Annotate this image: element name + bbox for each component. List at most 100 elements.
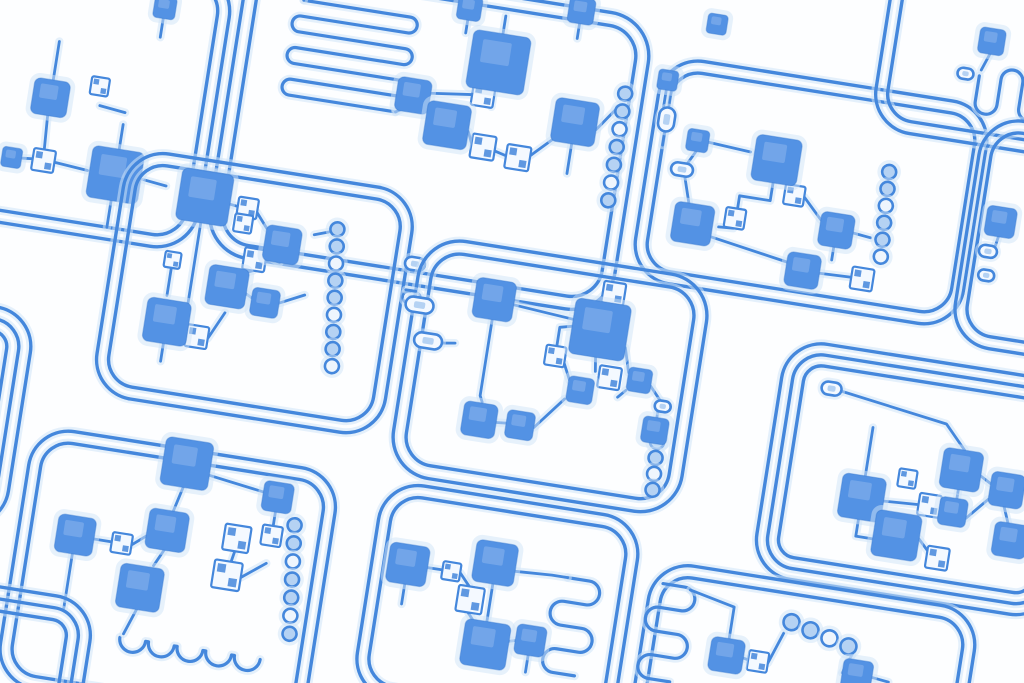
module-border bbox=[776, 364, 1024, 595]
loose-components bbox=[147, 0, 734, 354]
pad-pill-core bbox=[827, 385, 836, 392]
chip bbox=[159, 436, 215, 491]
trace bbox=[429, 91, 473, 96]
component-symbol-pin bbox=[121, 545, 129, 553]
trace bbox=[818, 271, 853, 279]
module-border bbox=[885, 0, 1024, 163]
trace bbox=[186, 221, 203, 305]
component-symbol bbox=[221, 522, 253, 555]
chip-highlight bbox=[63, 519, 84, 538]
via-pad bbox=[872, 248, 890, 265]
component-symbol-pin bbox=[43, 162, 52, 171]
chip-highlight bbox=[561, 104, 586, 125]
chip bbox=[566, 0, 597, 26]
component-symbol-pin bbox=[216, 563, 227, 573]
module-right-center bbox=[752, 339, 1024, 620]
component-symbol-pin bbox=[794, 197, 802, 205]
chip-halo bbox=[932, 491, 974, 533]
module-bottom-right bbox=[619, 561, 980, 683]
chip-halo bbox=[137, 292, 197, 352]
chip-highlight bbox=[991, 210, 1008, 224]
chip-highlight bbox=[125, 570, 150, 591]
chip bbox=[114, 562, 165, 613]
pad-pill-halo bbox=[974, 265, 999, 286]
chip-halo bbox=[545, 92, 605, 152]
chip-halo bbox=[451, 0, 488, 27]
component-symbol bbox=[454, 583, 486, 616]
component-symbol bbox=[30, 147, 57, 174]
chip-halo bbox=[244, 282, 286, 324]
chip-halo bbox=[701, 8, 734, 41]
component-symbol-pin bbox=[460, 588, 470, 598]
module-left-center bbox=[92, 149, 429, 438]
component-symbol bbox=[440, 560, 463, 583]
chip-halo bbox=[25, 72, 76, 123]
chip-highlight bbox=[762, 141, 788, 163]
chip-halo bbox=[680, 123, 715, 158]
chip bbox=[550, 97, 600, 148]
chip bbox=[983, 204, 1018, 239]
pad-pill-core bbox=[962, 71, 969, 77]
trace bbox=[736, 181, 775, 211]
component-symbol-pin bbox=[451, 572, 458, 580]
meander-trace bbox=[118, 635, 262, 673]
chip-highlight bbox=[481, 283, 504, 303]
module-border bbox=[94, 151, 414, 435]
chip-highlight bbox=[948, 453, 971, 473]
chip bbox=[750, 134, 803, 187]
via-pad bbox=[283, 571, 301, 588]
chip bbox=[640, 415, 670, 446]
trace bbox=[766, 631, 786, 665]
chip-halo bbox=[651, 64, 684, 97]
trace bbox=[709, 235, 789, 264]
chip-highlight bbox=[646, 420, 661, 432]
component-symbol-pin bbox=[246, 250, 255, 258]
component-symbol-pin bbox=[227, 527, 237, 536]
chip-halo bbox=[461, 25, 536, 100]
chip bbox=[990, 521, 1024, 560]
via-pad bbox=[602, 174, 620, 191]
chip-halo bbox=[508, 619, 552, 663]
pad-pill-core bbox=[984, 248, 992, 255]
serpentine-trace bbox=[636, 582, 697, 683]
via-pad bbox=[285, 535, 303, 552]
component-symbol-pin bbox=[483, 149, 492, 158]
component-symbol-pin bbox=[264, 527, 272, 534]
chip-halo bbox=[983, 466, 1024, 514]
chip bbox=[175, 167, 235, 227]
chip bbox=[152, 0, 178, 21]
chip-highlight bbox=[462, 0, 475, 10]
chip-highlight bbox=[791, 257, 811, 273]
trace bbox=[863, 426, 875, 478]
chip-highlight bbox=[171, 444, 198, 467]
chip bbox=[625, 366, 654, 395]
component-symbol bbox=[210, 558, 244, 593]
component-symbol-pin bbox=[35, 150, 44, 159]
component-symbol-pin bbox=[227, 577, 238, 588]
chip-halo bbox=[779, 246, 827, 295]
chip bbox=[977, 26, 1007, 57]
chip-halo bbox=[170, 163, 239, 232]
chip-highlight bbox=[573, 0, 588, 13]
chip-halo bbox=[865, 504, 927, 567]
component-symbol bbox=[543, 343, 568, 369]
chip-highlight bbox=[582, 307, 613, 334]
component-symbol-pin bbox=[750, 652, 758, 660]
trace bbox=[854, 517, 874, 541]
chip-highlight bbox=[256, 291, 272, 305]
chip bbox=[870, 509, 923, 562]
chip-highlight bbox=[481, 546, 505, 566]
trace bbox=[839, 389, 966, 452]
via-pad bbox=[282, 589, 300, 606]
chip bbox=[53, 513, 97, 557]
pad-pill-core bbox=[982, 272, 990, 278]
pad-pill-halo bbox=[667, 158, 697, 181]
chip bbox=[249, 286, 281, 319]
chip-halo bbox=[972, 22, 1012, 61]
pad-pill-halo bbox=[953, 63, 978, 84]
chip-highlight bbox=[572, 380, 587, 392]
pad-pill-halo bbox=[400, 252, 429, 275]
chip-highlight bbox=[268, 485, 285, 500]
